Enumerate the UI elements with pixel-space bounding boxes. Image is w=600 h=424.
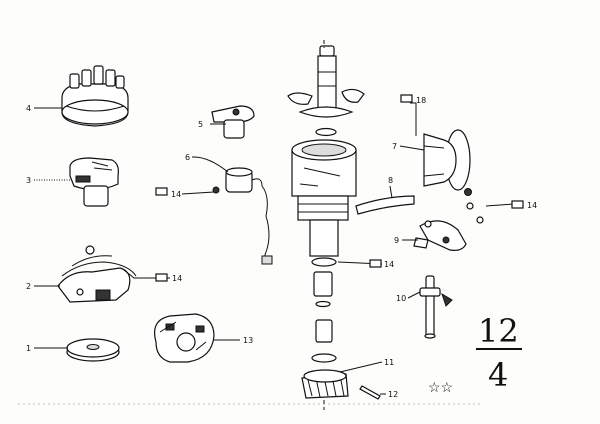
vacuum-arm-strap: [355, 185, 415, 215]
callout-14a: 14: [171, 190, 181, 199]
callout-11: 11: [384, 358, 394, 367]
callout-18: 18: [416, 96, 426, 105]
drive-pin: [359, 385, 381, 400]
distributor-cap: [61, 65, 129, 127]
callout-3: 3: [26, 176, 31, 185]
callout-14d: 14: [527, 201, 537, 210]
distributor-shaft-assembly: [287, 40, 365, 410]
callout-6: 6: [185, 153, 190, 162]
breaker-plate: [57, 245, 137, 303]
callout-2: 2: [26, 282, 31, 291]
callout-14c: 14: [384, 260, 394, 269]
base-disc: [66, 338, 120, 362]
control-shaft: [419, 275, 453, 339]
contact-breaker-plate: [154, 313, 215, 363]
callout-14b: 14: [172, 274, 182, 283]
clamp-bracket: [413, 220, 467, 251]
callout-12: 12: [388, 390, 398, 399]
callout-9: 9: [394, 236, 399, 245]
callout-1: 1: [26, 344, 31, 353]
rotor-arm: [211, 105, 255, 139]
rating-stars: ☆☆: [428, 380, 453, 396]
callout-13: 13: [243, 336, 253, 345]
callout-10: 10: [396, 294, 406, 303]
section-denominator: 4: [488, 356, 508, 394]
section-number: 12 4: [476, 312, 522, 394]
callout-4: 4: [26, 104, 31, 113]
catalog-chips: [155, 94, 524, 282]
callout-7: 7: [392, 142, 397, 151]
section-numerator: 12: [478, 312, 519, 350]
condenser-with-wire: [212, 167, 273, 265]
callout-8: 8: [388, 176, 393, 185]
distributor-rotor: [69, 157, 119, 207]
vacuum-advance-unit: [423, 129, 484, 224]
callout-5: 5: [198, 120, 203, 129]
